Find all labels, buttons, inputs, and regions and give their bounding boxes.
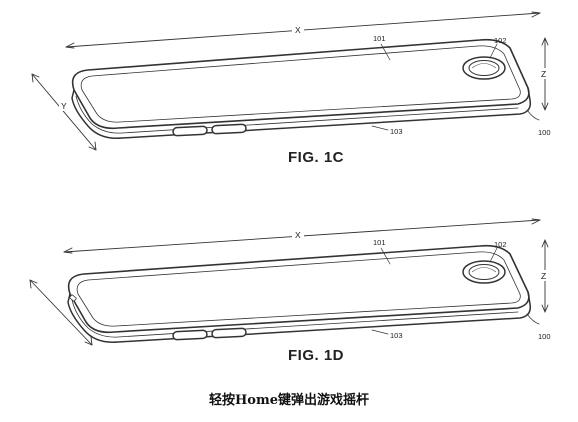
ref-101: 101 xyxy=(373,238,386,247)
caption: 轻按Home键弹出游戏摇杆 xyxy=(209,393,369,408)
ref-103: 103 xyxy=(390,127,403,136)
ref-101: 101 xyxy=(373,34,386,43)
phone-outline xyxy=(67,244,532,343)
home-button-icon xyxy=(462,56,506,80)
x-label: X xyxy=(295,25,301,35)
ref-102: 102 xyxy=(494,36,507,45)
x-label: X xyxy=(295,230,301,240)
z-label: Z xyxy=(541,69,546,79)
home-button-icon xyxy=(462,260,506,284)
x-dimension: X xyxy=(63,218,541,254)
reference-labels: 101 102 103 100 xyxy=(371,238,551,341)
z-dimension: Z xyxy=(540,37,550,111)
volume-buttons xyxy=(172,123,247,137)
x-dimension: X xyxy=(65,11,541,49)
z-label: Z xyxy=(541,271,546,281)
figure-1c-label: FIG. 1C xyxy=(288,149,344,166)
y-dimension: Y xyxy=(31,73,97,151)
y-dimension xyxy=(29,279,93,346)
phone-outline xyxy=(71,38,532,139)
z-dimension: Z xyxy=(540,239,550,313)
volume-buttons xyxy=(172,327,247,341)
figure-1d-label: FIG. 1D xyxy=(288,347,344,364)
reference-labels: 101 102 103 100 xyxy=(371,34,551,137)
ref-100: 100 xyxy=(538,332,551,341)
ref-100: 100 xyxy=(538,128,551,137)
figure-1d: X Z xyxy=(29,218,551,364)
ref-103: 103 xyxy=(390,331,403,340)
y-label: Y xyxy=(61,101,67,111)
figure-1c: X Y Z xyxy=(31,11,551,166)
ref-102: 102 xyxy=(494,240,507,249)
